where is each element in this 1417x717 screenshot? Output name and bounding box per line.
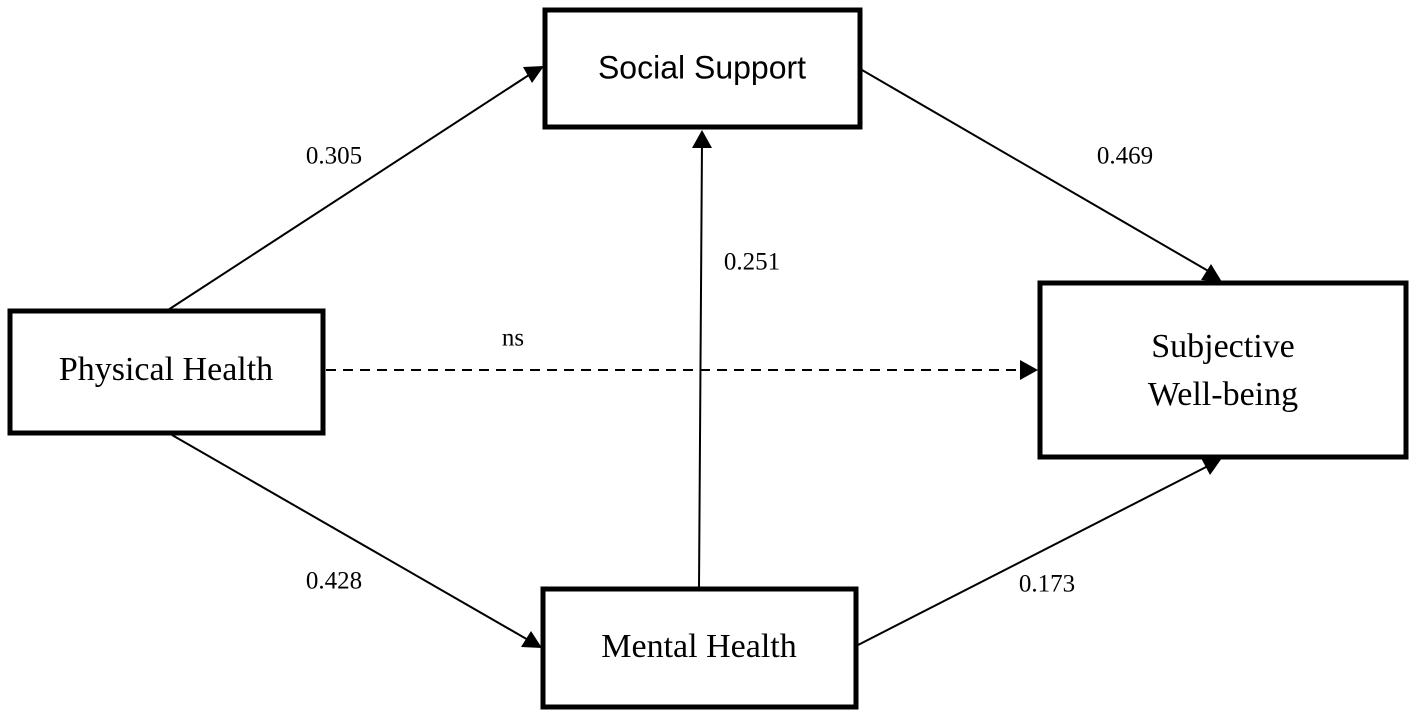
arrowhead-physical-to-social [523,66,544,83]
path-mental-to-wellbeing [857,464,1211,646]
coef-physical-to-wellbeing: ns [502,325,524,352]
node-mental-health-box [540,586,859,710]
coef-social-to-wellbeing: 0.469 [1097,143,1153,170]
coef-mental-to-wellbeing: 0.173 [1019,571,1075,598]
path-mental-to-social [698,141,703,589]
path-physical-to-mental [171,434,531,642]
arrowhead-social-to-wellbeing [1201,264,1222,282]
node-mental-health-label: Mental Health [601,628,796,665]
coef-physical-to-social: 0.305 [306,143,362,170]
node-physical-health: Physical Health [7,308,326,436]
arrowhead-physical-to-mental [521,631,542,648]
node-subjective-wellbeing-label-line2: Well-being [1148,376,1298,413]
node-mental-health: Mental Health [540,586,859,710]
node-social-support-label: Social Support [598,49,806,85]
arrowhead-physical-to-wellbeing [1020,360,1038,380]
path-social-to-wellbeing [861,69,1211,273]
node-social-support-box [542,7,863,130]
path-physical-to-social [167,72,533,311]
node-subjective-wellbeing: Subjective Well-being [1037,280,1409,460]
node-subjective-wellbeing-box [1037,280,1409,460]
node-physical-health-label: Physical Health [59,351,273,388]
arrowhead-mental-to-wellbeing [1201,458,1222,475]
node-subjective-wellbeing-label-line1: Subjective [1151,328,1295,365]
node-social-support: Social Support [542,7,863,130]
arrowhead-mental-to-social [692,130,712,148]
coef-physical-to-mental: 0.428 [306,568,362,595]
node-physical-health-box [7,308,326,436]
coef-mental-to-social: 0.251 [724,249,780,276]
